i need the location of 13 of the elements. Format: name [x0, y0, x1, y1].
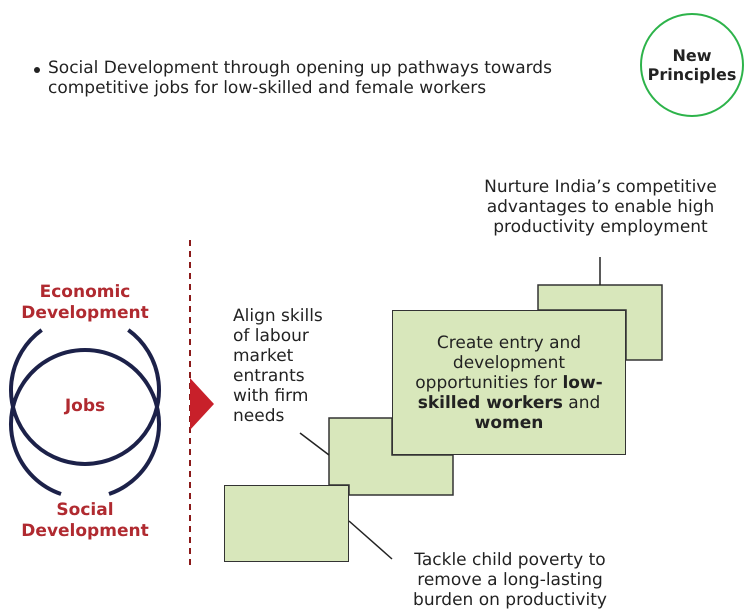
- circle-heading: Social Development: [5, 496, 165, 546]
- callout-text: Align skills of labour market entrants with firm needs: [233, 306, 343, 426]
- overlap-label: Jobs: [62, 396, 106, 416]
- callout-text: Nurture India’s competitive advantages to enable high productivity employment: [478, 177, 723, 237]
- leader-line: [348, 520, 392, 560]
- step-block: [224, 485, 349, 562]
- bullet-text: Social Development through opening up pathways towards competitive jobs for low-skilled and female workers: [48, 58, 553, 98]
- step-block: [328, 417, 454, 496]
- leader-line: [599, 257, 601, 285]
- principles-circle: New Principles: [640, 13, 744, 117]
- leader-line: [300, 432, 330, 456]
- callout-text: Tackle child poverty to remove a long-lasting burden on productivity: [392, 550, 628, 610]
- circle-heading: Economic Development: [5, 278, 165, 328]
